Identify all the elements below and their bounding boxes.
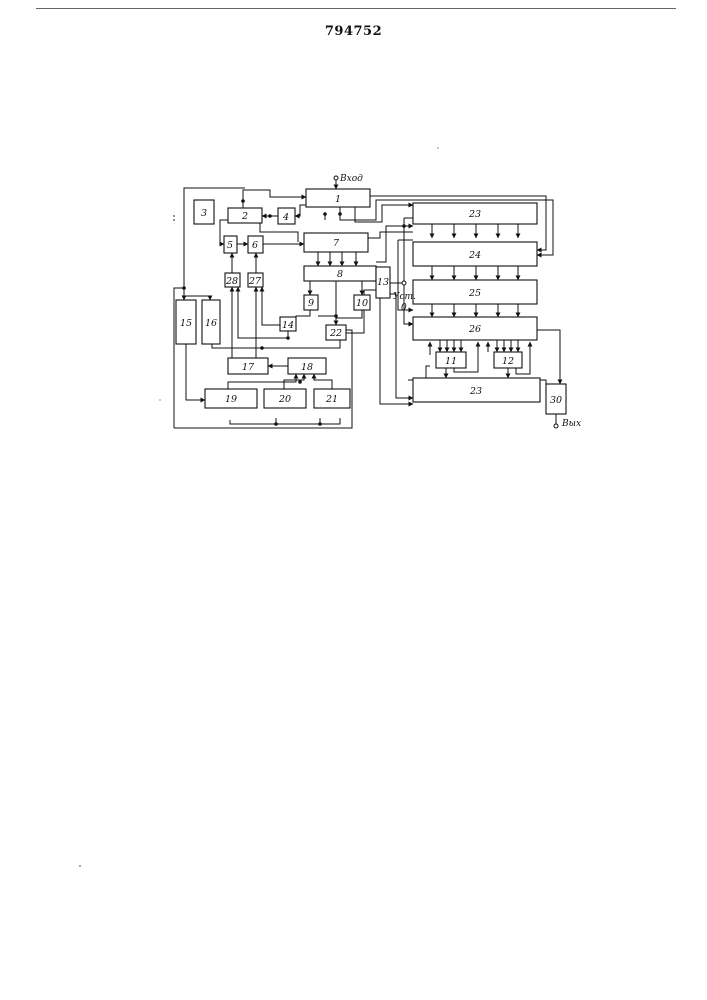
block-22: 22 — [326, 325, 346, 340]
svg-text:18: 18 — [301, 362, 313, 373]
svg-text:24: 24 — [468, 250, 481, 261]
svg-text:Вход: Вход — [339, 174, 363, 184]
svg-text:10: 10 — [356, 298, 368, 309]
svg-text:17: 17 — [242, 362, 255, 373]
svg-text:Уст.: Уст. — [393, 292, 416, 302]
block-5: 5 — [224, 236, 237, 253]
svg-text:2: 2 — [241, 211, 248, 222]
svg-text:6: 6 — [252, 240, 258, 251]
block-9: 9 — [304, 295, 318, 310]
svg-text:30: 30 — [550, 395, 562, 406]
svg-text:Вых: Вых — [561, 419, 581, 429]
block-23: 23 — [413, 203, 537, 224]
block-13: 13 — [376, 267, 390, 298]
block-20: 20 — [264, 389, 306, 408]
svg-text:23: 23 — [468, 209, 481, 220]
svg-text:21: 21 — [325, 394, 338, 405]
block-3: 3 — [194, 200, 214, 224]
svg-text:3: 3 — [201, 208, 207, 219]
svg-text:14: 14 — [282, 320, 294, 331]
block-8: 8 — [304, 266, 376, 281]
block-1: 1 — [306, 189, 370, 207]
block-6: 6 — [248, 236, 263, 253]
block-19: 19 — [205, 389, 257, 408]
svg-text:8: 8 — [337, 269, 343, 280]
svg-text:0: 0 — [401, 303, 407, 313]
block-24: 24 — [413, 242, 537, 266]
block-29: 23 — [413, 378, 540, 402]
svg-text:11: 11 — [445, 356, 457, 367]
svg-text:23: 23 — [469, 386, 482, 397]
svg-text:28: 28 — [225, 276, 238, 287]
block-12: 12 — [494, 352, 522, 368]
block-18: 18 — [288, 358, 326, 374]
svg-text:12: 12 — [502, 356, 514, 367]
svg-text:13: 13 — [377, 277, 389, 288]
svg-text:5: 5 — [227, 240, 233, 251]
svg-text:7: 7 — [333, 238, 340, 249]
svg-text:26: 26 — [468, 324, 481, 335]
svg-text:15: 15 — [180, 318, 192, 329]
block-15: 15 — [176, 300, 196, 344]
svg-text:4: 4 — [282, 212, 289, 223]
svg-text:9: 9 — [308, 298, 314, 309]
svg-text:27: 27 — [248, 276, 262, 287]
svg-text:20: 20 — [278, 394, 291, 405]
svg-text:25: 25 — [468, 288, 481, 299]
svg-text:19: 19 — [225, 394, 237, 405]
block-27: 27 — [248, 273, 263, 287]
block-2: 2 — [228, 208, 262, 223]
block-11: 11 — [436, 352, 466, 368]
output-terminal: Вых — [554, 419, 581, 429]
input-terminal: Вход — [334, 174, 363, 184]
block-4: 4 — [278, 208, 295, 224]
block-17: 17 — [228, 358, 268, 374]
block-30: 30 — [546, 384, 566, 414]
block-26: 26 — [413, 317, 537, 340]
block-7: 7 — [304, 233, 368, 252]
svg-text:16: 16 — [205, 318, 217, 329]
block-25: 25 — [413, 280, 537, 304]
block-16: 16 — [202, 300, 220, 344]
svg-text:22: 22 — [329, 328, 342, 339]
scan-marks — [79, 147, 438, 866]
block-28: 28 — [225, 273, 240, 287]
block-14: 14 — [280, 317, 296, 331]
block-10: 10 — [354, 295, 370, 310]
block-21: 21 — [314, 389, 350, 408]
svg-text:1: 1 — [335, 194, 341, 205]
